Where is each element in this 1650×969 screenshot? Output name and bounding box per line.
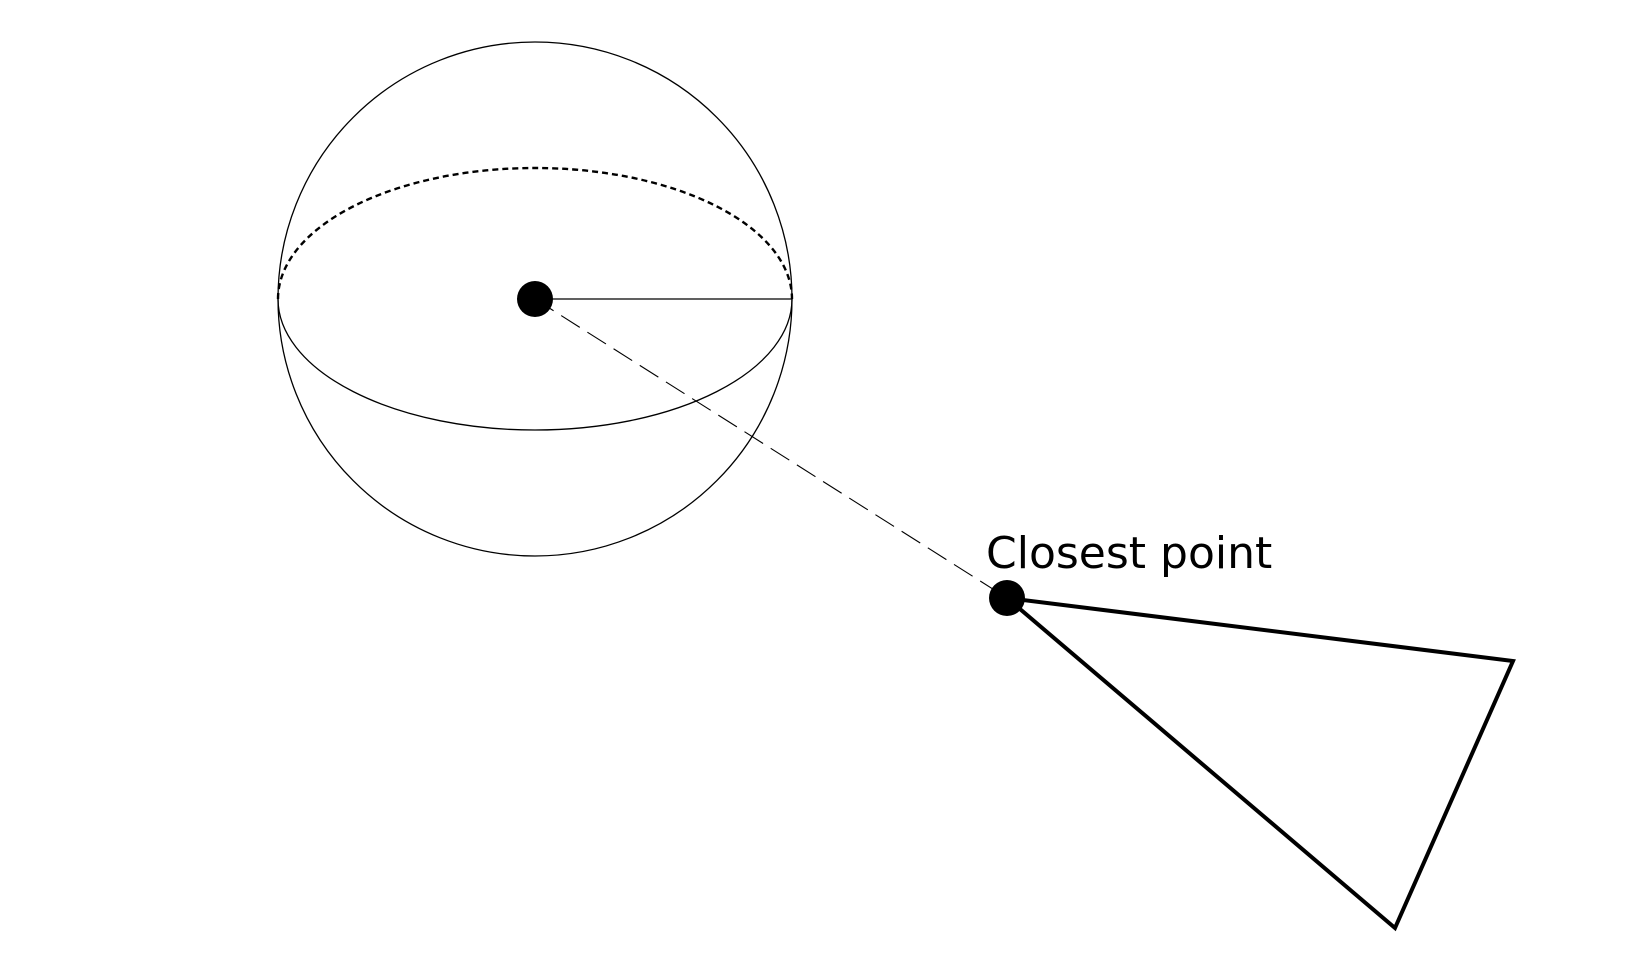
equator-back-dashed [276, 166, 794, 300]
equator-front [277, 298, 793, 431]
triangle [1000, 595, 1516, 932]
closest-point-label: Closest point [986, 528, 1272, 579]
distance-dashed-line [534, 298, 1008, 599]
closest-point-dot [989, 580, 1025, 616]
